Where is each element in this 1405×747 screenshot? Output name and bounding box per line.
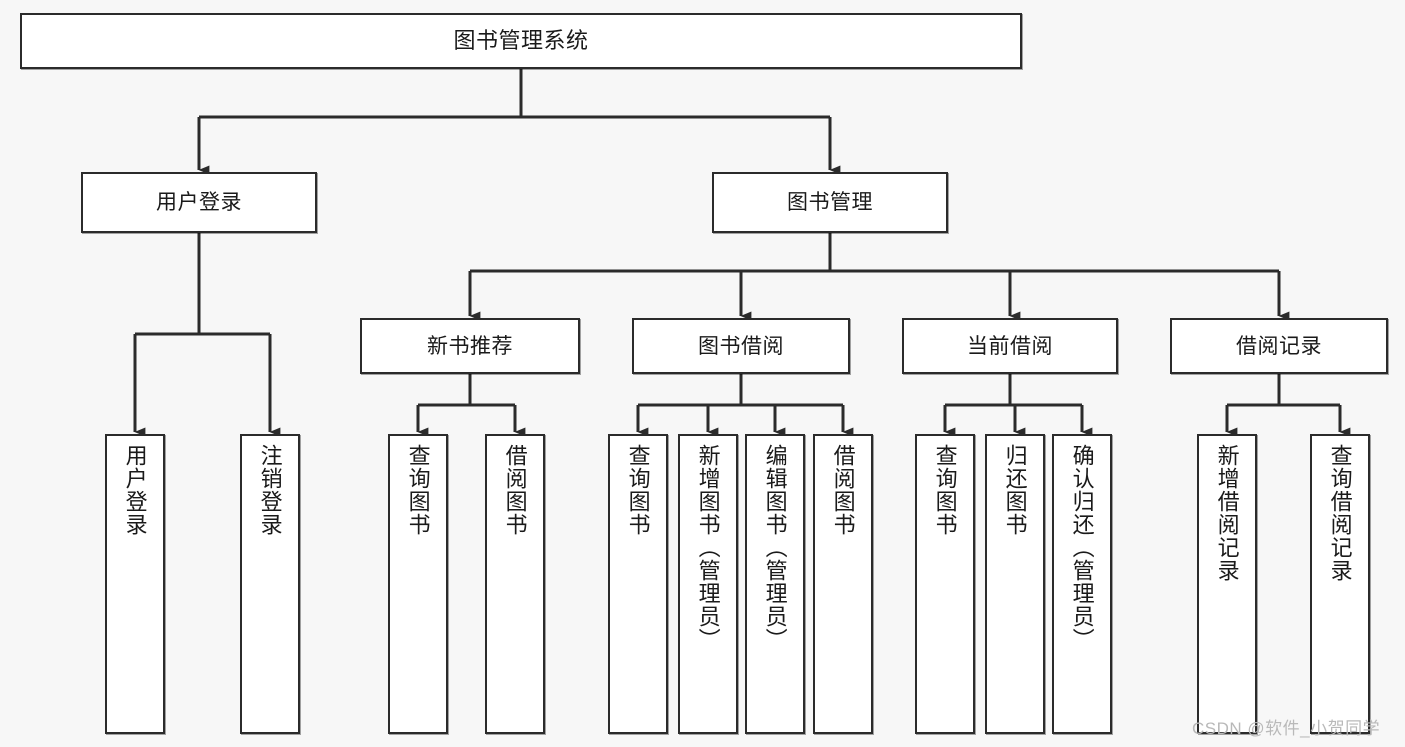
node-leaf-borrow-book[interactable]: 借阅图书 bbox=[813, 434, 873, 734]
node-label: 注销登录 bbox=[257, 444, 283, 536]
node-label: 借阅记录 bbox=[1236, 334, 1322, 358]
node-label: 查询图书 bbox=[932, 444, 958, 536]
node-borrow-record[interactable]: 借阅记录 bbox=[1170, 318, 1388, 374]
node-label: 借阅图书 bbox=[502, 444, 528, 536]
node-label: 查询借阅记录 bbox=[1327, 444, 1353, 582]
node-label: 确认归还（管理员） bbox=[1069, 444, 1095, 651]
node-label: 新书推荐 bbox=[427, 334, 513, 358]
node-leaf-query-book-borrow[interactable]: 查询图书 bbox=[608, 434, 668, 734]
node-leaf-query-book-rec[interactable]: 查询图书 bbox=[388, 434, 448, 734]
node-leaf-edit-book-admin[interactable]: 编辑图书（管理员） bbox=[745, 434, 805, 734]
node-root-system[interactable]: 图书管理系统 bbox=[20, 13, 1022, 69]
node-leaf-add-borrow-record[interactable]: 新增借阅记录 bbox=[1197, 434, 1257, 734]
node-leaf-user-login[interactable]: 用户登录 bbox=[105, 434, 165, 734]
node-current-borrow[interactable]: 当前借阅 bbox=[902, 318, 1118, 374]
node-book-manage[interactable]: 图书管理 bbox=[712, 172, 948, 233]
node-user-login[interactable]: 用户登录 bbox=[81, 172, 317, 233]
node-label: 用户登录 bbox=[156, 191, 242, 214]
node-label: 查询图书 bbox=[405, 444, 431, 536]
node-leaf-query-book-cur[interactable]: 查询图书 bbox=[915, 434, 975, 734]
node-label: 新增图书（管理员） bbox=[695, 444, 721, 651]
node-book-borrow[interactable]: 图书借阅 bbox=[632, 318, 850, 374]
node-leaf-add-book-admin[interactable]: 新增图书（管理员） bbox=[678, 434, 738, 734]
node-leaf-return-book[interactable]: 归还图书 bbox=[985, 434, 1045, 734]
node-new-book-recommend[interactable]: 新书推荐 bbox=[360, 318, 580, 374]
node-label: 当前借阅 bbox=[967, 334, 1053, 358]
node-leaf-user-logout[interactable]: 注销登录 bbox=[240, 434, 300, 734]
node-label: 图书借阅 bbox=[698, 334, 784, 358]
node-label: 用户登录 bbox=[122, 444, 148, 536]
node-leaf-confirm-return-admin[interactable]: 确认归还（管理员） bbox=[1052, 434, 1112, 734]
node-label: 图书管理系统 bbox=[453, 28, 589, 53]
node-label: 新增借阅记录 bbox=[1214, 444, 1240, 582]
node-label: 图书管理 bbox=[787, 191, 873, 214]
node-label: 借阅图书 bbox=[830, 444, 856, 536]
node-leaf-query-borrow-record[interactable]: 查询借阅记录 bbox=[1310, 434, 1370, 734]
node-label: 编辑图书（管理员） bbox=[762, 444, 788, 651]
node-leaf-borrow-book-rec[interactable]: 借阅图书 bbox=[485, 434, 545, 734]
node-label: 归还图书 bbox=[1002, 444, 1028, 536]
node-label: 查询图书 bbox=[625, 444, 651, 536]
